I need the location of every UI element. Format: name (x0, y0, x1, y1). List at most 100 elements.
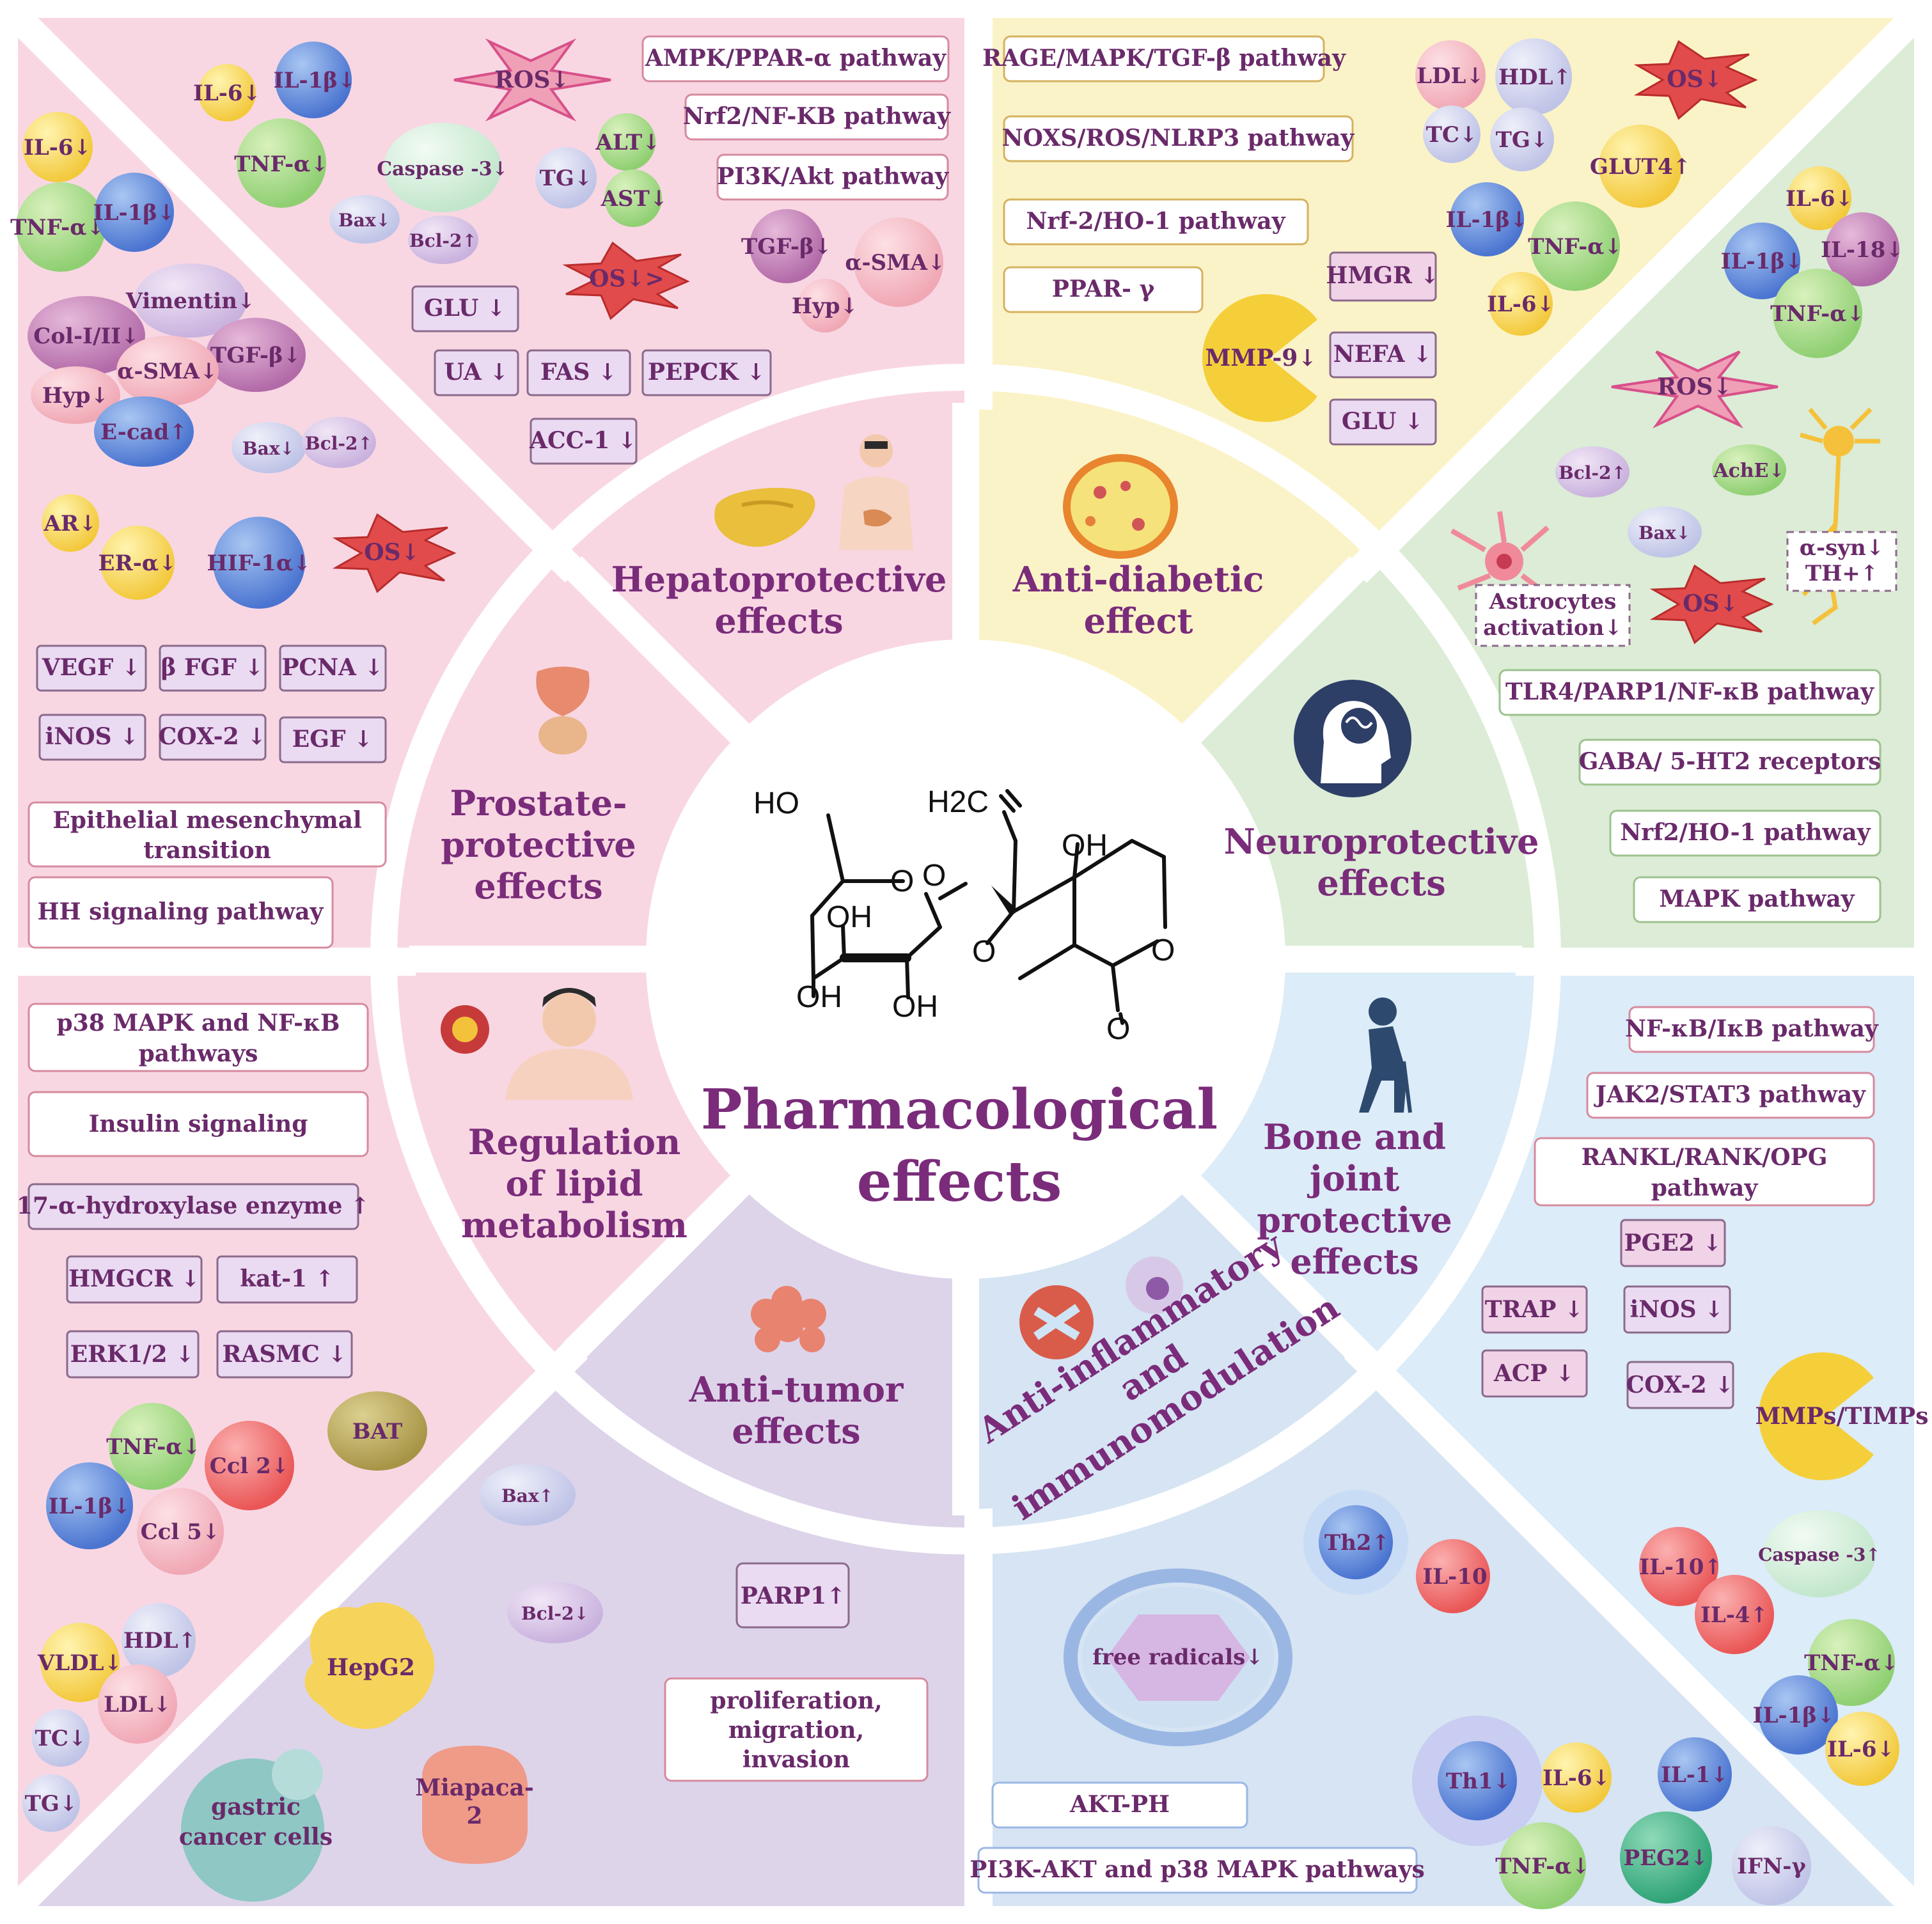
marker-bax-prostate: Bax↓ (232, 422, 306, 473)
svg-text:OS↓>: OS↓> (589, 265, 664, 292)
svg-text:AKT-PH: AKT-PH (1069, 1791, 1170, 1818)
diab-box-hmgr: HMGR ↓ (1326, 251, 1440, 302)
inflam-pathway-1: AKT-PH (991, 1781, 1248, 1829)
svg-text:AchE↓: AchE↓ (1713, 460, 1784, 482)
marker-ccl2-lipid: Ccl 2↓ (205, 1421, 294, 1510)
svg-text:Epithelial mesenchymal: Epithelial mesenchymal (52, 807, 361, 834)
marker-vldl-lipid: VLDL↓ (37, 1623, 122, 1702)
svg-text:PI3K-AKT and p38 MAPK pathways: PI3K-AKT and p38 MAPK pathways (970, 1856, 1425, 1883)
svg-text:TC↓: TC↓ (35, 1726, 87, 1751)
hepg2-cell: HepG2 (304, 1602, 435, 1729)
marker-il18-neuro: IL-18↓ (1821, 212, 1904, 286)
head-brain-icon (1294, 680, 1411, 797)
svg-text:OS↓: OS↓ (1667, 66, 1723, 93)
mmps-pacman: MMPs/TIMPs (1755, 1352, 1929, 1480)
marker-tnfa-prostate: TNF-α↓ (10, 182, 106, 272)
molecule-labels: HO H2C OH O O O O O OH OH OH (753, 785, 1175, 1046)
svg-text:iNOS ↓: iNOS ↓ (1630, 1296, 1724, 1323)
miapaca-cell: Miapaca-2 (415, 1746, 534, 1864)
svg-text:TC↓: TC↓ (1426, 122, 1478, 148)
ros-star-hepato: ROS↓ (453, 38, 611, 122)
bone-pathway-1: NF-κB/IκB pathway (1625, 1006, 1879, 1053)
marker-il6-diab: IL-6↓ (1487, 272, 1555, 336)
neuro-title-2: effects (1317, 863, 1445, 903)
lipid-title-1: Regulation (468, 1122, 681, 1162)
center-disc (646, 639, 1285, 1279)
svg-text:Th1↓: Th1↓ (1446, 1769, 1511, 1794)
marker-hyp-hepato: Hyp↓ (792, 279, 858, 332)
bone-box-trap: TRAP ↓ (1481, 1285, 1588, 1334)
marker-hdl-lipid: HDL↑ (122, 1603, 196, 1677)
svg-text:Nrf2/HO-1 pathway: Nrf2/HO-1 pathway (1620, 819, 1871, 846)
svg-text:ERK1/2 ↓: ERK1/2 ↓ (70, 1341, 195, 1368)
bone-pathway-2: JAK2/STAT3 pathway (1586, 1072, 1875, 1119)
marker-hif-prostate: HIF-1α↓ (207, 517, 311, 609)
svg-text:AMPK/PPAR-α pathway: AMPK/PPAR-α pathway (645, 45, 946, 72)
prostate-title-3: effects (474, 866, 602, 907)
svg-text:Bax↓: Bax↓ (338, 210, 391, 231)
svg-text:IL-1β↓: IL-1β↓ (49, 1494, 131, 1519)
bond (1111, 964, 1120, 1012)
svg-text:p38 MAPK and NF-κB: p38 MAPK and NF-κB (57, 1010, 340, 1036)
svg-text:Hyp↓: Hyp↓ (792, 293, 858, 319)
svg-text:Bcl-2↑: Bcl-2↑ (305, 433, 373, 454)
svg-text:MAPK pathway: MAPK pathway (1659, 886, 1855, 912)
bond (1072, 839, 1134, 879)
bond (1162, 855, 1167, 929)
marker-il1b-lipid: IL-1β↓ (46, 1462, 133, 1549)
tumor-title-group: Anti-tumor effects (689, 1286, 904, 1451)
svg-text:Col-I/II↓: Col-I/II↓ (33, 324, 139, 349)
marker-tnfa-lipid: TNF-α↓ (106, 1403, 201, 1490)
bone-title-4: effects (1290, 1241, 1418, 1282)
atom-o-carbonyl: O (1106, 1012, 1130, 1046)
svg-text:IL-6↓: IL-6↓ (1786, 186, 1853, 212)
atom-o-ring2: O (922, 859, 946, 893)
svg-text:TNF-α↓: TNF-α↓ (1804, 1650, 1899, 1676)
marker-col-prostate: Col-I/II↓ (27, 296, 145, 375)
svg-text:LDL↓: LDL↓ (104, 1692, 171, 1717)
marker-bax-hepato: Bax↓ (329, 195, 400, 244)
svg-text:HepG2: HepG2 (327, 1654, 415, 1681)
svg-text:Bcl-2↑: Bcl-2↑ (409, 230, 477, 251)
svg-text:HDL↑: HDL↑ (123, 1628, 196, 1654)
svg-text:IL-1β↓: IL-1β↓ (1446, 207, 1528, 233)
svg-text:IL-10: IL-10 (1422, 1564, 1487, 1590)
bond (841, 924, 846, 960)
svg-text:Ccl 5↓: Ccl 5↓ (141, 1519, 221, 1545)
hepato-pathway-3: PI3K/Akt pathway (716, 153, 949, 201)
svg-text:Miapaca-: Miapaca- (415, 1774, 534, 1801)
free-radicals-shape: free radicals↓ (1064, 1568, 1292, 1746)
asyn-box: α-syn↓TH+↑ (1786, 531, 1897, 592)
hepato-box-glu: GLU ↓ (411, 285, 519, 332)
prostate-title-group: Prostate- protective effects (441, 666, 636, 907)
svg-text:PI3K/Akt pathway: PI3K/Akt pathway (717, 163, 949, 190)
svg-text:NOXS/ROS/NLRP3 pathway: NOXS/ROS/NLRP3 pathway (1002, 125, 1355, 152)
marker-bcl2-tumor: Bcl-2↓ (507, 1582, 603, 1643)
svg-text:TG↓: TG↓ (1496, 127, 1549, 153)
marker-tg-lipid: TG↓ (22, 1774, 80, 1832)
svg-text:ROS↓: ROS↓ (1657, 373, 1732, 400)
prostate-box-pcna: PCNA ↓ (279, 645, 387, 692)
hepato-title-group: Hepatoprotective effects (611, 434, 946, 641)
atom-oh-bottom2: OH (892, 990, 938, 1024)
svg-text:HMGR ↓: HMGR ↓ (1326, 262, 1439, 289)
svg-text:TNF-α↓: TNF-α↓ (234, 152, 329, 177)
svg-text:UA ↓: UA ↓ (444, 359, 509, 386)
bond (1111, 939, 1159, 967)
svg-text:PGE2 ↓: PGE2 ↓ (1624, 1230, 1722, 1256)
diab-pathway-2: NOXS/ROS/NLRP3 pathway (1002, 115, 1355, 162)
tumor-cells-icon (751, 1286, 826, 1352)
svg-text:RANKL/RANK/OPG: RANKL/RANK/OPG (1582, 1144, 1828, 1171)
lipid-pathway-3: 17-α-hydroxylase enzyme ↑ (17, 1183, 370, 1230)
atom-oh-bottom1: OH (796, 980, 842, 1014)
svg-text:AR↓: AR↓ (43, 511, 97, 536)
marker-bubbles: IL-6↓ IL-1β↓ TNF-α↓ Caspase -3↓ Bax↓ Bcl… (10, 38, 1904, 1909)
bond (938, 882, 968, 900)
marker-ldl-diab: LDL↓ (1415, 40, 1486, 111)
bond (905, 925, 942, 960)
marker-hdl-diab: HDL↑ (1495, 38, 1572, 115)
svg-text:2: 2 (466, 1803, 482, 1829)
marker-il1b-bone: IL-1β↓ (1753, 1675, 1838, 1755)
svg-text:LDL↓: LDL↓ (1417, 63, 1484, 89)
